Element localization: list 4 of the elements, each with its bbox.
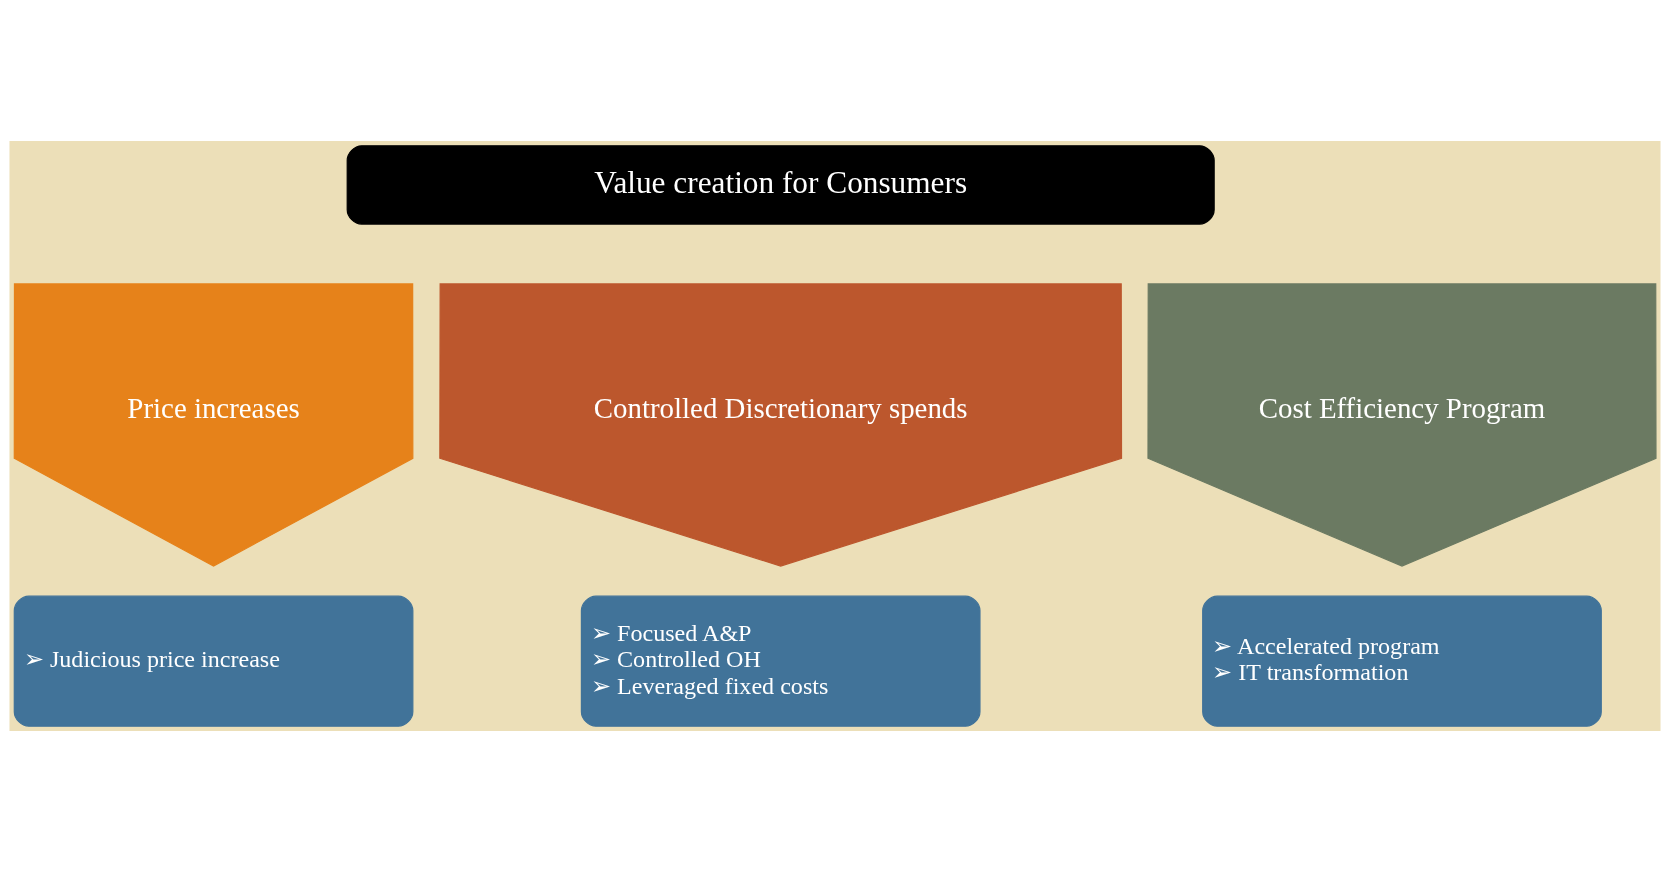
node-box: ➢ Judicious price increase [13,595,413,727]
node-box: ➢ Focused A&P ➢ Controlled OH ➢ Leveraged fixed costs [580,595,981,727]
node-box: Value creation for Consumers [346,144,1215,225]
node-box: ➢ Accelerated program ➢ IT transformation [1201,595,1602,727]
